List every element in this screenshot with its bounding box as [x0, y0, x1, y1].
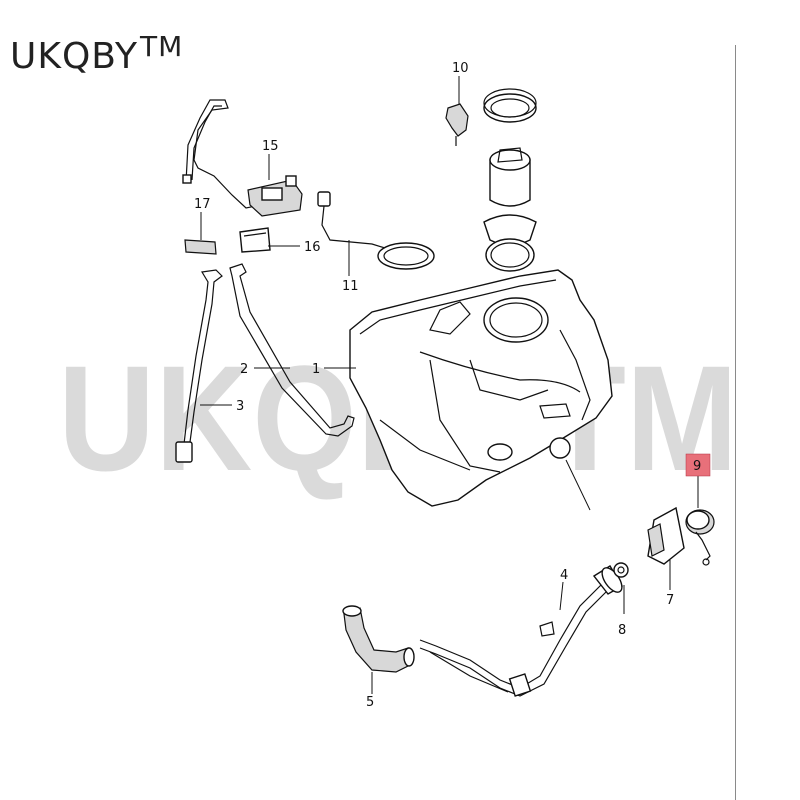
fuel-pump-assembly [483, 88, 537, 272]
part-16-pad [239, 227, 271, 253]
part-2-strap [229, 263, 355, 437]
callout-17: 17 [194, 197, 211, 212]
callout-9: 9 [693, 459, 701, 474]
part-4-filler-pipe [419, 565, 623, 697]
part-9-filler-cap [685, 509, 715, 566]
part-7-housing [647, 506, 685, 565]
brand-text: UKQBY [10, 36, 139, 77]
callout-15: 15 [262, 139, 279, 154]
callout-1: 1 [312, 362, 320, 377]
callout-2: 2 [240, 362, 248, 377]
part-8-seal [613, 562, 629, 578]
part-5-hose [342, 605, 415, 673]
highlight-part-9 [685, 453, 711, 477]
frame-divider [735, 45, 736, 800]
brand-trademark: TM [140, 30, 184, 63]
callout-16: 16 [304, 240, 321, 255]
callout-4: 4 [560, 568, 568, 583]
part-11-sensor [317, 191, 435, 270]
part-15-sender-unit [182, 99, 303, 217]
brand-logo: UKQBYTM [10, 30, 183, 77]
callout-7: 7 [666, 593, 674, 608]
leader-lines [200, 76, 699, 694]
part-3-strap [175, 269, 223, 463]
part-17-clip [184, 239, 217, 255]
callout-11: 11 [342, 279, 359, 294]
callout-10: 10 [452, 61, 469, 76]
part-1-fuel-tank [349, 269, 613, 507]
callout-3: 3 [236, 399, 244, 414]
callout-8: 8 [618, 623, 626, 638]
part-10-connector [445, 103, 469, 146]
callout-5: 5 [366, 695, 374, 710]
